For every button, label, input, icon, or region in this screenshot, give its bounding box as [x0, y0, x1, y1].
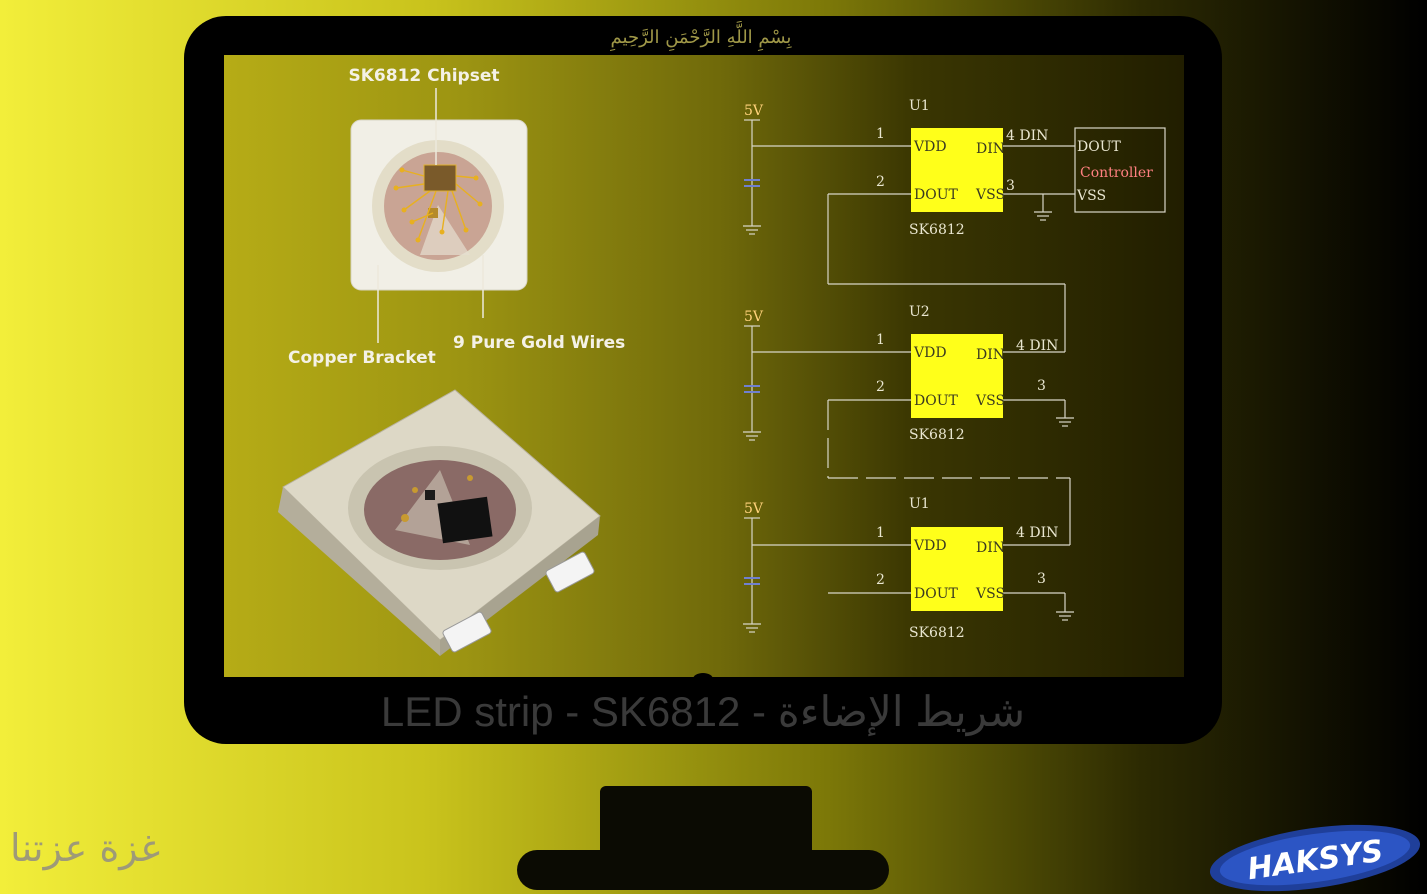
- ic-u2-pin4: 4 DIN: [1016, 338, 1058, 354]
- ic-u3-body: [911, 527, 1003, 611]
- ic-u1-pin4: 4 DIN: [1006, 128, 1048, 144]
- chip-top-view: [350, 88, 528, 343]
- ic-u1-dout: DOUT: [914, 187, 959, 203]
- corner-slogan: غزة عزتنا: [10, 826, 161, 870]
- ic-u1-vdd: VDD: [913, 139, 947, 155]
- ic-u2-ref: U2: [909, 304, 930, 320]
- ic-u3-pin1: 1: [876, 525, 885, 541]
- ic-u2-dout: DOUT: [914, 393, 959, 409]
- ic-u1-din: DIN: [976, 141, 1005, 157]
- schematic-wiring: [743, 119, 1166, 633]
- ic-u3-vss: VSS: [975, 586, 1005, 602]
- ic-u2-pin1: 1: [876, 332, 885, 348]
- ic-u3-vdd: VDD: [913, 538, 947, 554]
- ic-u3-part: SK6812: [909, 625, 965, 641]
- led-package-3d: [278, 389, 601, 656]
- label-copper-bracket: Copper Bracket: [288, 348, 436, 368]
- ic-u1-body: [911, 128, 1003, 212]
- ic-u1-pin1: 1: [876, 126, 885, 142]
- basmala-calligraphy: بِسْمِ اللَّهِ الرَّحْمَنِ الرَّحِيمِ: [610, 27, 792, 48]
- label-chipset: SK6812 Chipset: [349, 66, 500, 86]
- ic-u1-pin2: 2: [876, 174, 885, 190]
- supply-label-1: 5V: [744, 103, 764, 119]
- controller-vss: VSS: [1076, 188, 1106, 204]
- supply-label-2: 5V: [744, 309, 764, 325]
- ic-u1-part: SK6812: [909, 222, 965, 238]
- label-gold-wires: 9 Pure Gold Wires: [453, 333, 625, 353]
- ic-u2-din: DIN: [976, 347, 1005, 363]
- ic-u2-vss: VSS: [975, 393, 1005, 409]
- ic-u3-dout: DOUT: [914, 586, 959, 602]
- ic-u3-pin2: 2: [876, 572, 885, 588]
- capacitor-symbols: [744, 179, 760, 585]
- supply-label-3: 5V: [744, 501, 764, 517]
- ic-u1-vss: VSS: [975, 187, 1005, 203]
- haksys-logo: HAKSYS: [1209, 824, 1421, 892]
- controller-dout: DOUT: [1077, 139, 1122, 155]
- caption-title: LED strip - SK6812 - شريط الإضاءة: [380, 688, 1026, 735]
- ic-u3-pin3: 3: [1037, 571, 1046, 587]
- ic-u3-din: DIN: [976, 540, 1005, 556]
- ic-u2-vdd: VDD: [913, 345, 947, 361]
- controller-name: Controller: [1080, 165, 1153, 181]
- ic-u2-body: [911, 334, 1003, 418]
- monitor-stand-base: [517, 850, 889, 890]
- ground-symbols: [743, 211, 1074, 633]
- ic-u2-pin3: 3: [1037, 378, 1046, 394]
- ic-u1-pin3: 3: [1006, 178, 1015, 194]
- ic-u3-pin4: 4 DIN: [1016, 525, 1058, 541]
- ic-u3-ref: U1: [909, 496, 930, 512]
- ic-u1-ref: U1: [909, 98, 930, 114]
- ic-u2-pin2: 2: [876, 379, 885, 395]
- monitor-notch: [693, 673, 713, 685]
- ic-u2-part: SK6812: [909, 427, 965, 443]
